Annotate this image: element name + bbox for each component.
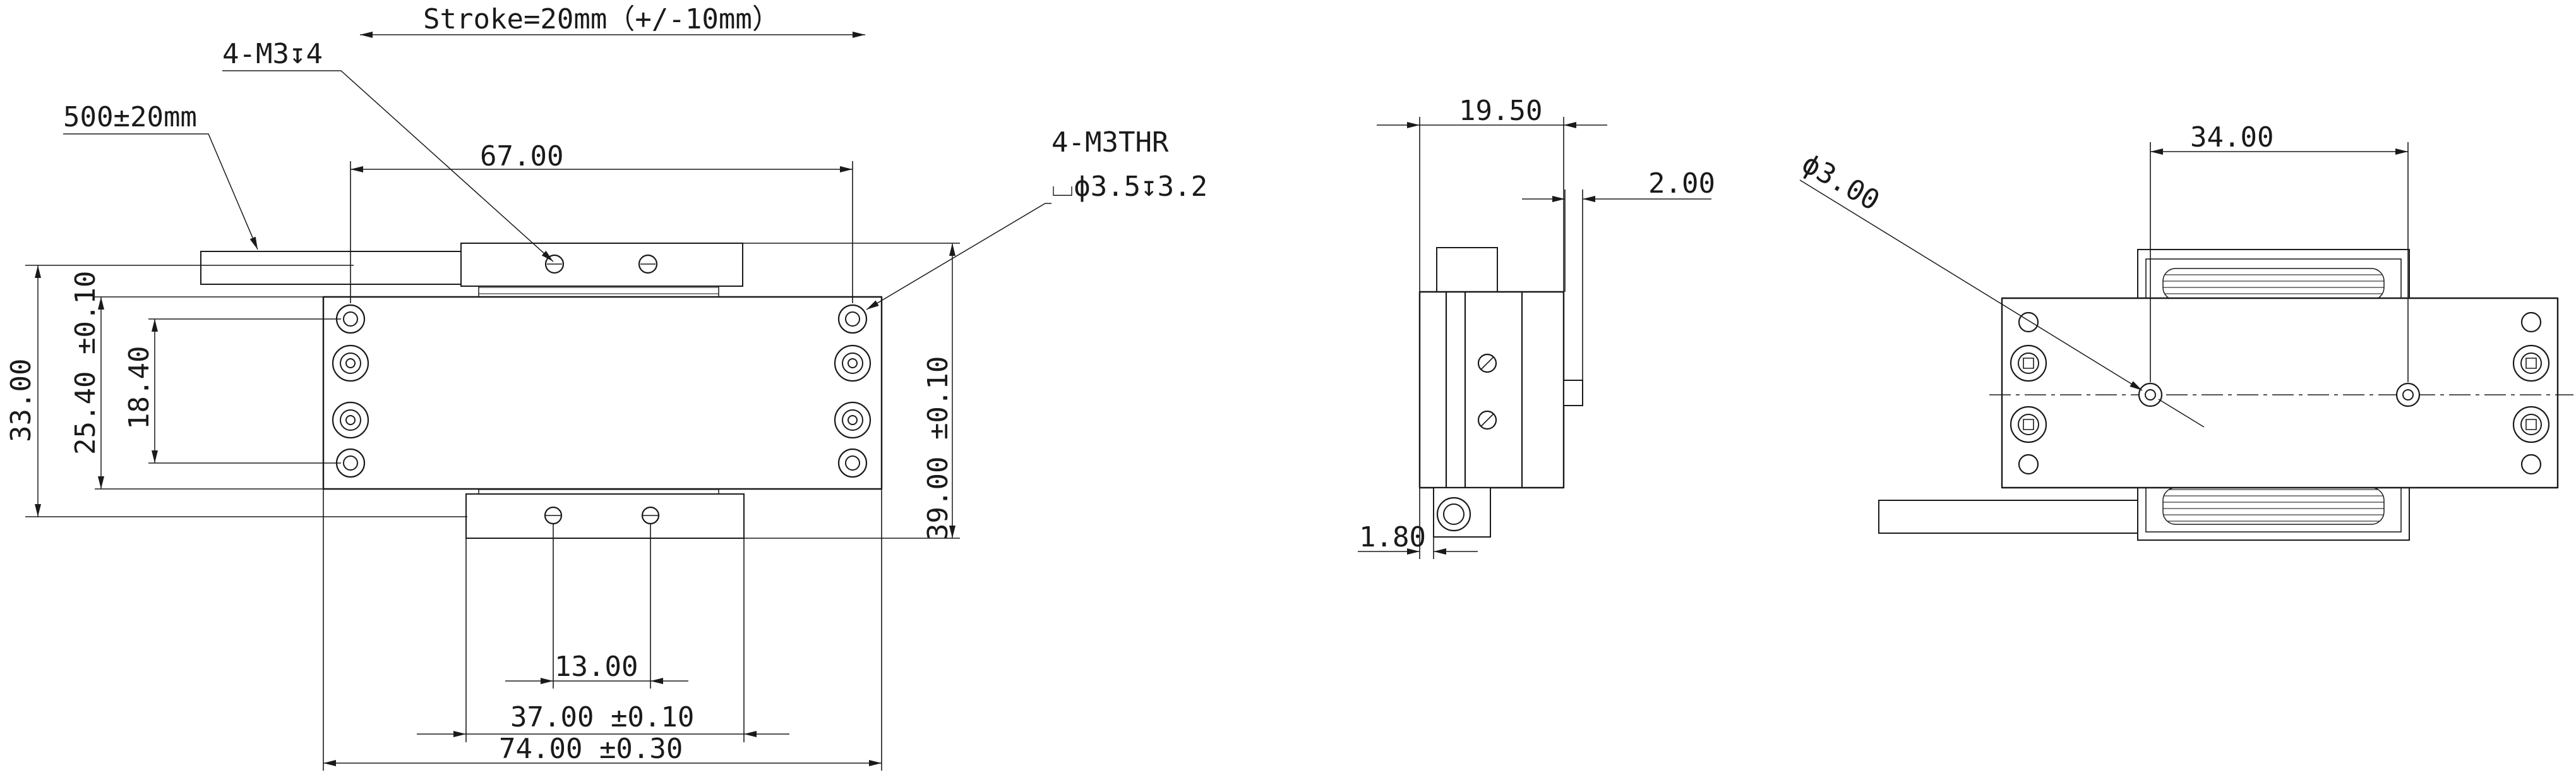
lower-bar-screw-1	[544, 506, 563, 525]
cable	[200, 251, 467, 285]
right-main-plate	[2001, 297, 2559, 489]
height-33-label: 33.00	[5, 359, 37, 442]
right-view: 34.00 ϕ3.00	[1797, 121, 2573, 541]
inner-height-label: 25.40 ±0.10	[69, 271, 102, 455]
right-center-hole-2	[2395, 382, 2421, 407]
lower-bar-screw-2	[641, 506, 660, 525]
plate-hole-bl	[335, 448, 366, 478]
total-height-label: 39.00 ±0.10	[922, 356, 954, 540]
stator-hole-pitch-label: 13.00	[554, 651, 638, 683]
right-winding-bottom	[2162, 487, 2385, 525]
hole-dia-label: ϕ3.00	[1797, 147, 1885, 217]
offset-label: 2.00	[1648, 167, 1715, 200]
base-label: 1.80	[1359, 521, 1426, 553]
hole-pitch-label: 18.40	[123, 346, 155, 430]
thread-callout: 4-M3↧4	[222, 38, 323, 70]
side-screw-1	[1477, 353, 1497, 373]
right-hole-tr	[2520, 311, 2542, 333]
side-top-tab	[1436, 247, 1498, 292]
plate-bolt-l2	[332, 401, 369, 439]
width-67-label: 67.00	[480, 140, 563, 172]
side-shaft	[1563, 380, 1583, 406]
plate-hole-tr	[837, 304, 868, 334]
total-length-label: 74.00 ±0.30	[499, 733, 683, 765]
stator-width-label: 37.00 ±0.10	[510, 701, 694, 733]
side-body	[1418, 291, 1565, 489]
right-bolt-l2	[2010, 406, 2047, 443]
plate-bolt-r2	[834, 401, 872, 439]
plate-hole-tl	[335, 304, 366, 334]
upper-bar-screw-2	[638, 254, 658, 274]
right-center-hole-1	[2138, 382, 2163, 407]
right-hole-bl	[2018, 454, 2039, 475]
plate-bolt-r1	[834, 344, 872, 382]
stroke-label: Stroke=20mm（+/-10mm）	[423, 3, 780, 35]
upper-bar-screw-1	[544, 254, 565, 274]
depth-label: 19.50	[1459, 95, 1542, 127]
cable-length-label: 500±20mm	[63, 101, 197, 133]
main-plate	[322, 296, 883, 490]
right-cable	[1878, 500, 2145, 534]
side-screw-2	[1477, 410, 1497, 430]
right-hole-tl	[2018, 311, 2039, 333]
pitch-34-label: 34.00	[2190, 121, 2273, 154]
lower-bar	[465, 493, 745, 539]
right-bolt-r2	[2512, 406, 2550, 443]
counterbore-callout: ⌴ϕ3.5↧3.2	[1051, 171, 1207, 203]
right-bolt-r1	[2512, 344, 2550, 382]
side-view: 19.50 2.00 1.80	[1358, 95, 1715, 559]
side-base-connector	[1436, 497, 1471, 532]
right-bolt-l1	[2010, 344, 2047, 382]
right-winding-top	[2162, 268, 2385, 301]
plate-bolt-l1	[332, 344, 369, 382]
front-view: Stroke=20mm（+/-10mm） 4-M3↧4 500±20mm 67.…	[5, 3, 1207, 771]
right-hole-br	[2520, 454, 2542, 475]
thru-callout: 4-M3THR	[1051, 126, 1169, 159]
plate-hole-br	[837, 448, 868, 478]
upper-bar	[460, 243, 743, 287]
